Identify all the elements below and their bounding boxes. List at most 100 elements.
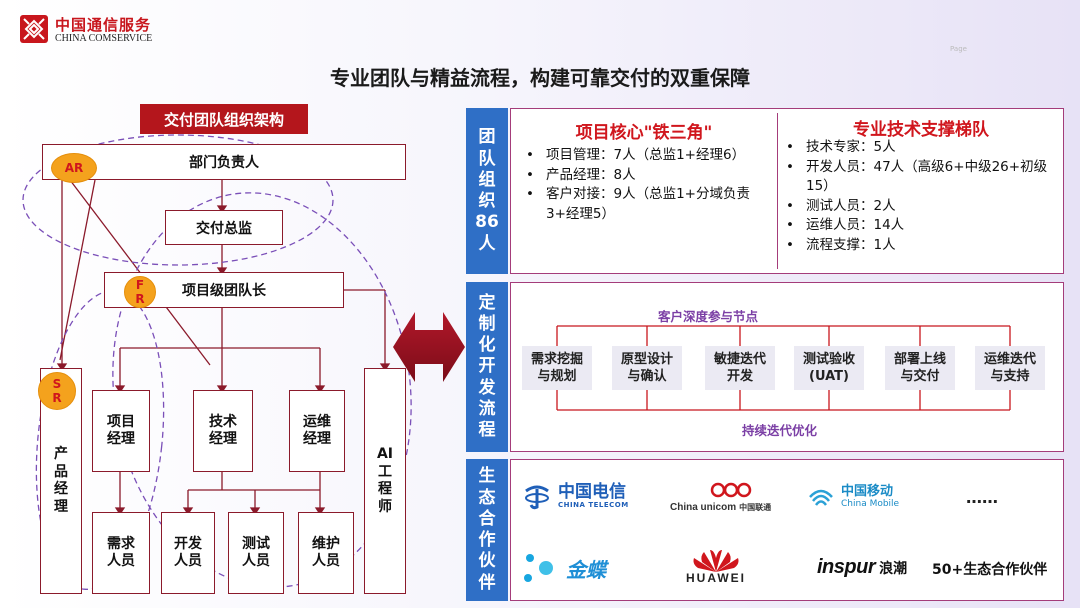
project-manager-line: 项目 [107,413,135,430]
fr-badge-char: R [135,292,145,306]
telecom-en: CHINA TELECOM [558,501,629,509]
process-side-label-char: 开 [478,356,496,377]
china-unicom-icon [710,482,752,498]
fr-badge: F R [124,276,156,308]
ai-engineer-char: 程 [378,481,392,497]
developers-line: 开发 [174,535,202,552]
process-step: 测试验收 (UAT) [794,346,864,390]
list-item: 流程支撑：1人 [782,236,1058,256]
china-unicom-logo: China unicom 中国联通 [670,480,771,513]
huawei-logo: HUAWEI [676,550,756,584]
china-mobile-logo: 中国移动 China Mobile [807,483,899,509]
eco-side-label-char: 生 [478,466,496,487]
inspur-cn: 浪潮 [879,560,908,577]
fr-badge-char: F [135,277,145,292]
list-item: 客户对接：9人（总监1+分域负责3+经理5） [522,185,774,224]
testers-line: 测试 [242,535,270,552]
step-line: 测试验收 [802,352,855,367]
developers-line: 人员 [174,553,202,569]
huawei-text: HUAWEI [686,571,746,585]
testers-box: 测试 人员 [228,512,284,594]
team-side-label-char: 队 [478,148,496,169]
china-telecom-logo: 中国电信 CHINA TELECOM [522,481,629,511]
list-item: 产品经理：8人 [522,166,774,186]
list-item: 技术专家：5人 [782,138,1058,158]
process-side-label-char: 化 [478,335,496,356]
org-chart-heading: 交付团队组织架构 [140,104,308,134]
kingdee-text: 金蝶 [566,557,606,582]
logo-english-text: CHINA COMSERVICE [55,33,153,44]
team-side-label: 团 队 组 织 86 人 [466,108,508,274]
telecom-cn: 中国电信 [558,482,626,502]
process-step: 原型设计 与确认 [612,346,682,390]
inspur-logo: inspur 浪潮 [817,556,907,579]
process-side-label-char: 流 [478,398,496,419]
team-panel-divider [777,113,778,269]
step-line: 与规划 [537,369,577,384]
team-side-label-char: 组 [478,169,496,190]
requirements-line: 需求 [107,535,135,552]
sr-badge: S R [38,372,76,410]
developers-box: 开发 人员 [161,512,215,594]
product-manager-char: 产 [54,446,68,462]
tech-manager-line: 技术 [209,413,237,430]
china-telecom-icon [525,485,549,510]
eco-side-label-char: 伙 [478,551,496,572]
list-item: 项目管理：7人（总监1+经理6） [522,146,774,166]
step-line: 与支持 [990,369,1030,384]
process-side-label-char: 定 [478,292,496,313]
ai-engineer-box: AI 工 程 师 [364,368,406,594]
maintainers-line: 人员 [312,553,340,569]
mobile-cn: 中国移动 [841,483,894,499]
process-step: 部署上线 与交付 [885,346,955,390]
team-side-label-char: 86 [475,212,499,233]
inspur-en: inspur [817,556,876,578]
maintainers-line: 维护 [312,535,340,552]
unicom-en: China unicom [670,502,737,513]
process-side-label-char: 程 [478,420,496,441]
step-line: 原型设计 [620,352,673,367]
product-manager-char: 经 [54,481,68,497]
step-line: 运维迭代 [983,352,1036,367]
process-step: 需求挖掘 与规划 [522,346,592,390]
step-line: 开发 [726,369,753,384]
process-side-label: 定 制 化 开 发 流 程 [466,282,508,452]
team-side-label-char: 团 [478,127,496,148]
eco-side-label-char: 作 [478,530,496,550]
process-step: 敏捷迭代 开发 [705,346,775,390]
tech-manager-box: 技术 经理 [193,390,253,472]
team-side-label-char: 人 [478,233,496,254]
process-side-label-char: 发 [478,377,496,398]
unicom-cn: 中国联通 [739,503,772,512]
more-partners-ellipsis: …… [966,488,998,507]
iron-triangle-list: 项目管理：7人（总监1+经理6） 产品经理：8人 客户对接：9人（总监1+分域负… [522,146,774,224]
list-item: 测试人员：2人 [782,197,1058,217]
ops-manager-line: 运维 [303,413,331,430]
ai-engineer-char: 工 [378,463,392,480]
ai-engineer-char: AI [376,446,394,462]
eco-side-label: 生 态 合 作 伙 伴 [466,459,508,601]
tech-support-list: 技术专家：5人 开发人员：47人（高级6+中级26+初级15） 测试人员：2人 … [782,138,1058,255]
page-title: 专业团队与精益流程，构建可靠交付的双重保障 [330,66,750,90]
step-line: 需求挖掘 [530,352,583,367]
step-line: 与确认 [627,369,667,384]
china-comservice-logo-icon [20,15,48,43]
customer-participation-label: 客户深度参与节点 [658,309,759,324]
continuous-iteration-label: 持续迭代优化 [742,423,818,438]
eco-side-label-char: 合 [478,508,496,529]
mobile-en: China Mobile [841,498,900,509]
kingdee-icon [524,554,553,582]
list-item: 运维人员：14人 [782,216,1058,236]
tech-manager-line: 经理 [209,431,237,447]
step-line: 与交付 [900,369,940,384]
double-arrow-icon [393,312,465,382]
step-line: 部署上线 [893,352,946,367]
list-item: 开发人员：47人（高级6+中级26+初级15） [782,158,1058,197]
sr-badge-char: R [52,391,62,405]
ar-badge: AR [51,153,97,183]
eco-panel [510,459,1064,601]
partners-count: 50+生态合作伙伴 [932,562,1048,578]
eco-side-label-char: 伴 [478,572,496,593]
eco-side-label-char: 态 [478,487,496,508]
team-side-label-char: 织 [478,191,496,211]
